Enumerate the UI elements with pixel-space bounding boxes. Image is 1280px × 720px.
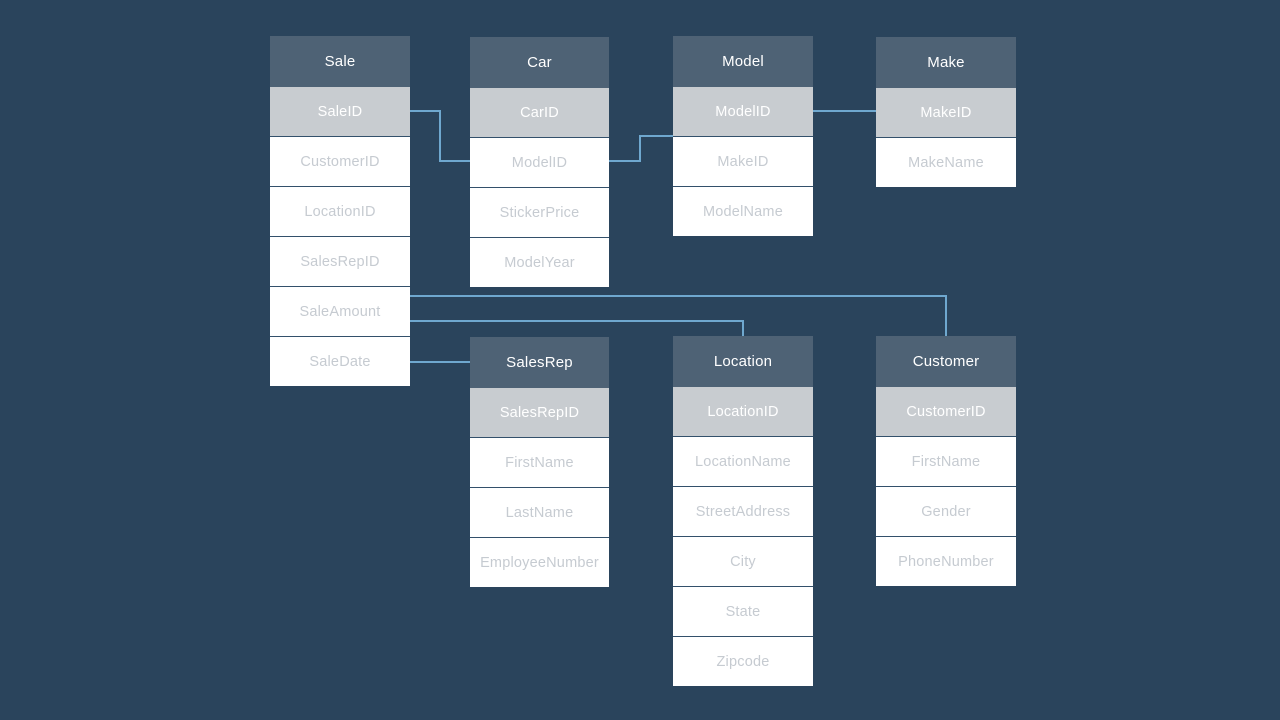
- primary-key-field-locationid[interactable]: LocationID: [673, 386, 813, 436]
- field-firstname[interactable]: FirstName: [470, 437, 609, 487]
- field-modelyear[interactable]: ModelYear: [470, 237, 609, 287]
- primary-key-field-modelid[interactable]: ModelID: [673, 86, 813, 136]
- field-lastname[interactable]: LastName: [470, 487, 609, 537]
- table-title-salesrep: SalesRep: [470, 337, 609, 387]
- relationship-car-model: [609, 135, 673, 162]
- table-title-car: Car: [470, 37, 609, 87]
- primary-key-field-carid[interactable]: CarID: [470, 87, 609, 137]
- field-makeid[interactable]: MakeID: [673, 136, 813, 186]
- field-makename[interactable]: MakeName: [876, 137, 1016, 187]
- relationship-sale-car: [410, 110, 470, 162]
- field-customerid[interactable]: CustomerID: [270, 136, 410, 186]
- field-state[interactable]: State: [673, 586, 813, 636]
- primary-key-field-customerid[interactable]: CustomerID: [876, 386, 1016, 436]
- primary-key-field-salesrepid[interactable]: SalesRepID: [470, 387, 609, 437]
- field-locationname[interactable]: LocationName: [673, 436, 813, 486]
- field-salesrepid[interactable]: SalesRepID: [270, 236, 410, 286]
- field-zipcode[interactable]: Zipcode: [673, 636, 813, 686]
- field-streetaddress[interactable]: StreetAddress: [673, 486, 813, 536]
- table-title-model: Model: [673, 36, 813, 86]
- field-stickerprice[interactable]: StickerPrice: [470, 187, 609, 237]
- table-title-location: Location: [673, 336, 813, 386]
- table-title-customer: Customer: [876, 336, 1016, 386]
- primary-key-field-saleid[interactable]: SaleID: [270, 86, 410, 136]
- field-modelid[interactable]: ModelID: [470, 137, 609, 187]
- relationship-sale-customer: [410, 295, 947, 336]
- field-gender[interactable]: Gender: [876, 486, 1016, 536]
- primary-key-field-makeid[interactable]: MakeID: [876, 87, 1016, 137]
- relationship-sale-location: [410, 320, 744, 336]
- field-saledate[interactable]: SaleDate: [270, 336, 410, 386]
- table-title-sale: Sale: [270, 36, 410, 86]
- field-firstname[interactable]: FirstName: [876, 436, 1016, 486]
- table-title-make: Make: [876, 37, 1016, 87]
- field-employeenumber[interactable]: EmployeeNumber: [470, 537, 609, 587]
- field-city[interactable]: City: [673, 536, 813, 586]
- field-locationid[interactable]: LocationID: [270, 186, 410, 236]
- field-phonenumber[interactable]: PhoneNumber: [876, 536, 1016, 586]
- field-modelname[interactable]: ModelName: [673, 186, 813, 236]
- field-saleamount[interactable]: SaleAmount: [270, 286, 410, 336]
